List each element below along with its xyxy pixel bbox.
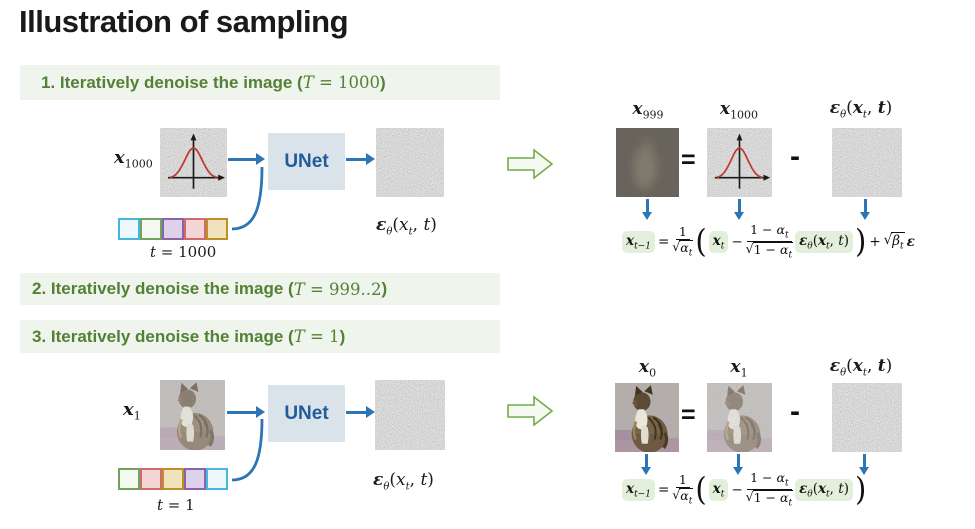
timestep-cell [162, 218, 184, 240]
epsilon-output-label: εθ(xt, t) [376, 215, 437, 238]
coefficient-fraction: 1 − αt √1 − αt [745, 222, 794, 261]
equals-sign: = [681, 146, 696, 174]
x1-input-label: x1 [123, 399, 141, 423]
sqrt-beta-term: √βt [883, 232, 905, 252]
coefficient-fraction: 1 − αt √1 − αt [745, 470, 794, 509]
x1000-label: x1000 [719, 99, 759, 122]
minus-sign: - [790, 140, 800, 173]
timestep-cell [118, 468, 140, 490]
noisy-gaussian-image [160, 128, 227, 197]
unet-label: UNet [284, 402, 329, 424]
timestep-embedding-row [118, 468, 228, 490]
unet-box: UNet [268, 133, 345, 190]
step-1-math: T = 1000 [302, 73, 381, 92]
x-prev-chip: xt−1 [622, 478, 655, 502]
arrow-timestep-to-unet [231, 166, 264, 231]
step-1-label: 1. Iteratively denoise the image ( [41, 72, 303, 92]
timestep-cell-active [206, 218, 228, 240]
x1000-noise-gaussian-image [707, 128, 772, 197]
noisy-cat-image [707, 383, 772, 452]
arrow-unet-to-output [346, 406, 375, 418]
page-title: Illustration of sampling [19, 4, 349, 39]
arrow-timestep-to-unet [231, 418, 264, 482]
sampling-equation-final-step: xt−1 = 1 √αt ( xt − 1 − αt √1 − αt εθ(xt… [622, 470, 866, 509]
timestep-embedding-row [118, 218, 228, 240]
unet-box: UNet [268, 385, 345, 442]
arrow-x999-to-formula [642, 199, 652, 220]
arrow-x1000-to-formula [734, 199, 744, 220]
step-2-label: 2. Iteratively denoise the image ( [32, 279, 294, 298]
step-3-bar: 3. Iteratively denoise the image (T = 1) [20, 320, 500, 353]
step-2-bar: 2. Iteratively denoise the image (T = 99… [20, 273, 500, 305]
predicted-noise-image [375, 380, 445, 450]
minus-sign: - [790, 395, 800, 428]
timestep-value-label: t = 1000 [150, 243, 217, 261]
x1-label: x1 [730, 357, 748, 380]
epsilon-label: εθ(xt, t) [829, 98, 893, 121]
implies-arrow [507, 395, 554, 427]
x-prev-chip: xt−1 [622, 230, 655, 254]
x1000-input-label: x1000 [114, 147, 153, 171]
eps-term-chip: εθ(xt, t) [795, 230, 853, 254]
epsilon-label: εθ(xt, t) [829, 356, 893, 379]
clean-cat-image [615, 383, 679, 452]
timestep-cell-active [206, 468, 228, 490]
arrow-eps-to-formula [859, 454, 869, 475]
timestep-cell [140, 218, 162, 240]
step-1-bar: 1. Iteratively denoise the image (T = 10… [20, 65, 500, 100]
equals-sign: = [681, 401, 696, 429]
x999-denoised-image [616, 128, 679, 197]
eps-term-chip: εθ(xt, t) [795, 478, 853, 502]
timestep-value-label: t = 1 [157, 496, 195, 514]
predicted-noise-image [376, 128, 444, 197]
x-t-chip: xt [708, 230, 729, 254]
x999-label: x999 [632, 99, 664, 122]
x-t-chip: xt [708, 478, 729, 502]
arrow-x0-to-formula [641, 454, 651, 475]
timestep-cell [184, 468, 206, 490]
timestep-cell [140, 468, 162, 490]
arrow-image-to-unet [228, 153, 265, 165]
step-3-math: T = 1 [293, 327, 340, 346]
arrow-eps-to-formula [860, 199, 870, 220]
sampling-equation-with-noise-term: xt−1 = 1 √αt ( xt − 1 − αt √1 − αt εθ(xt… [622, 222, 915, 261]
noise-image [832, 128, 902, 197]
arrow-x1-to-formula [733, 454, 743, 475]
noise-image [832, 383, 902, 452]
timestep-cell [118, 218, 140, 240]
implies-arrow [507, 148, 554, 180]
arrow-unet-to-output [346, 153, 375, 165]
step-2-math: T = 999..2 [293, 279, 382, 299]
one-over-sqrt-alpha: 1 √αt [672, 223, 694, 259]
step-3-label: 3. Iteratively denoise the image ( [32, 326, 294, 346]
slightly-noisy-cat-image [160, 380, 225, 450]
x0-label: x0 [638, 357, 657, 380]
one-over-sqrt-alpha: 1 √αt [672, 471, 694, 507]
arrow-image-to-unet [227, 406, 265, 418]
unet-label: UNet [284, 150, 329, 172]
timestep-cell [162, 468, 184, 490]
epsilon-output-label: εθ(xt, t) [373, 470, 434, 493]
timestep-cell [184, 218, 206, 240]
